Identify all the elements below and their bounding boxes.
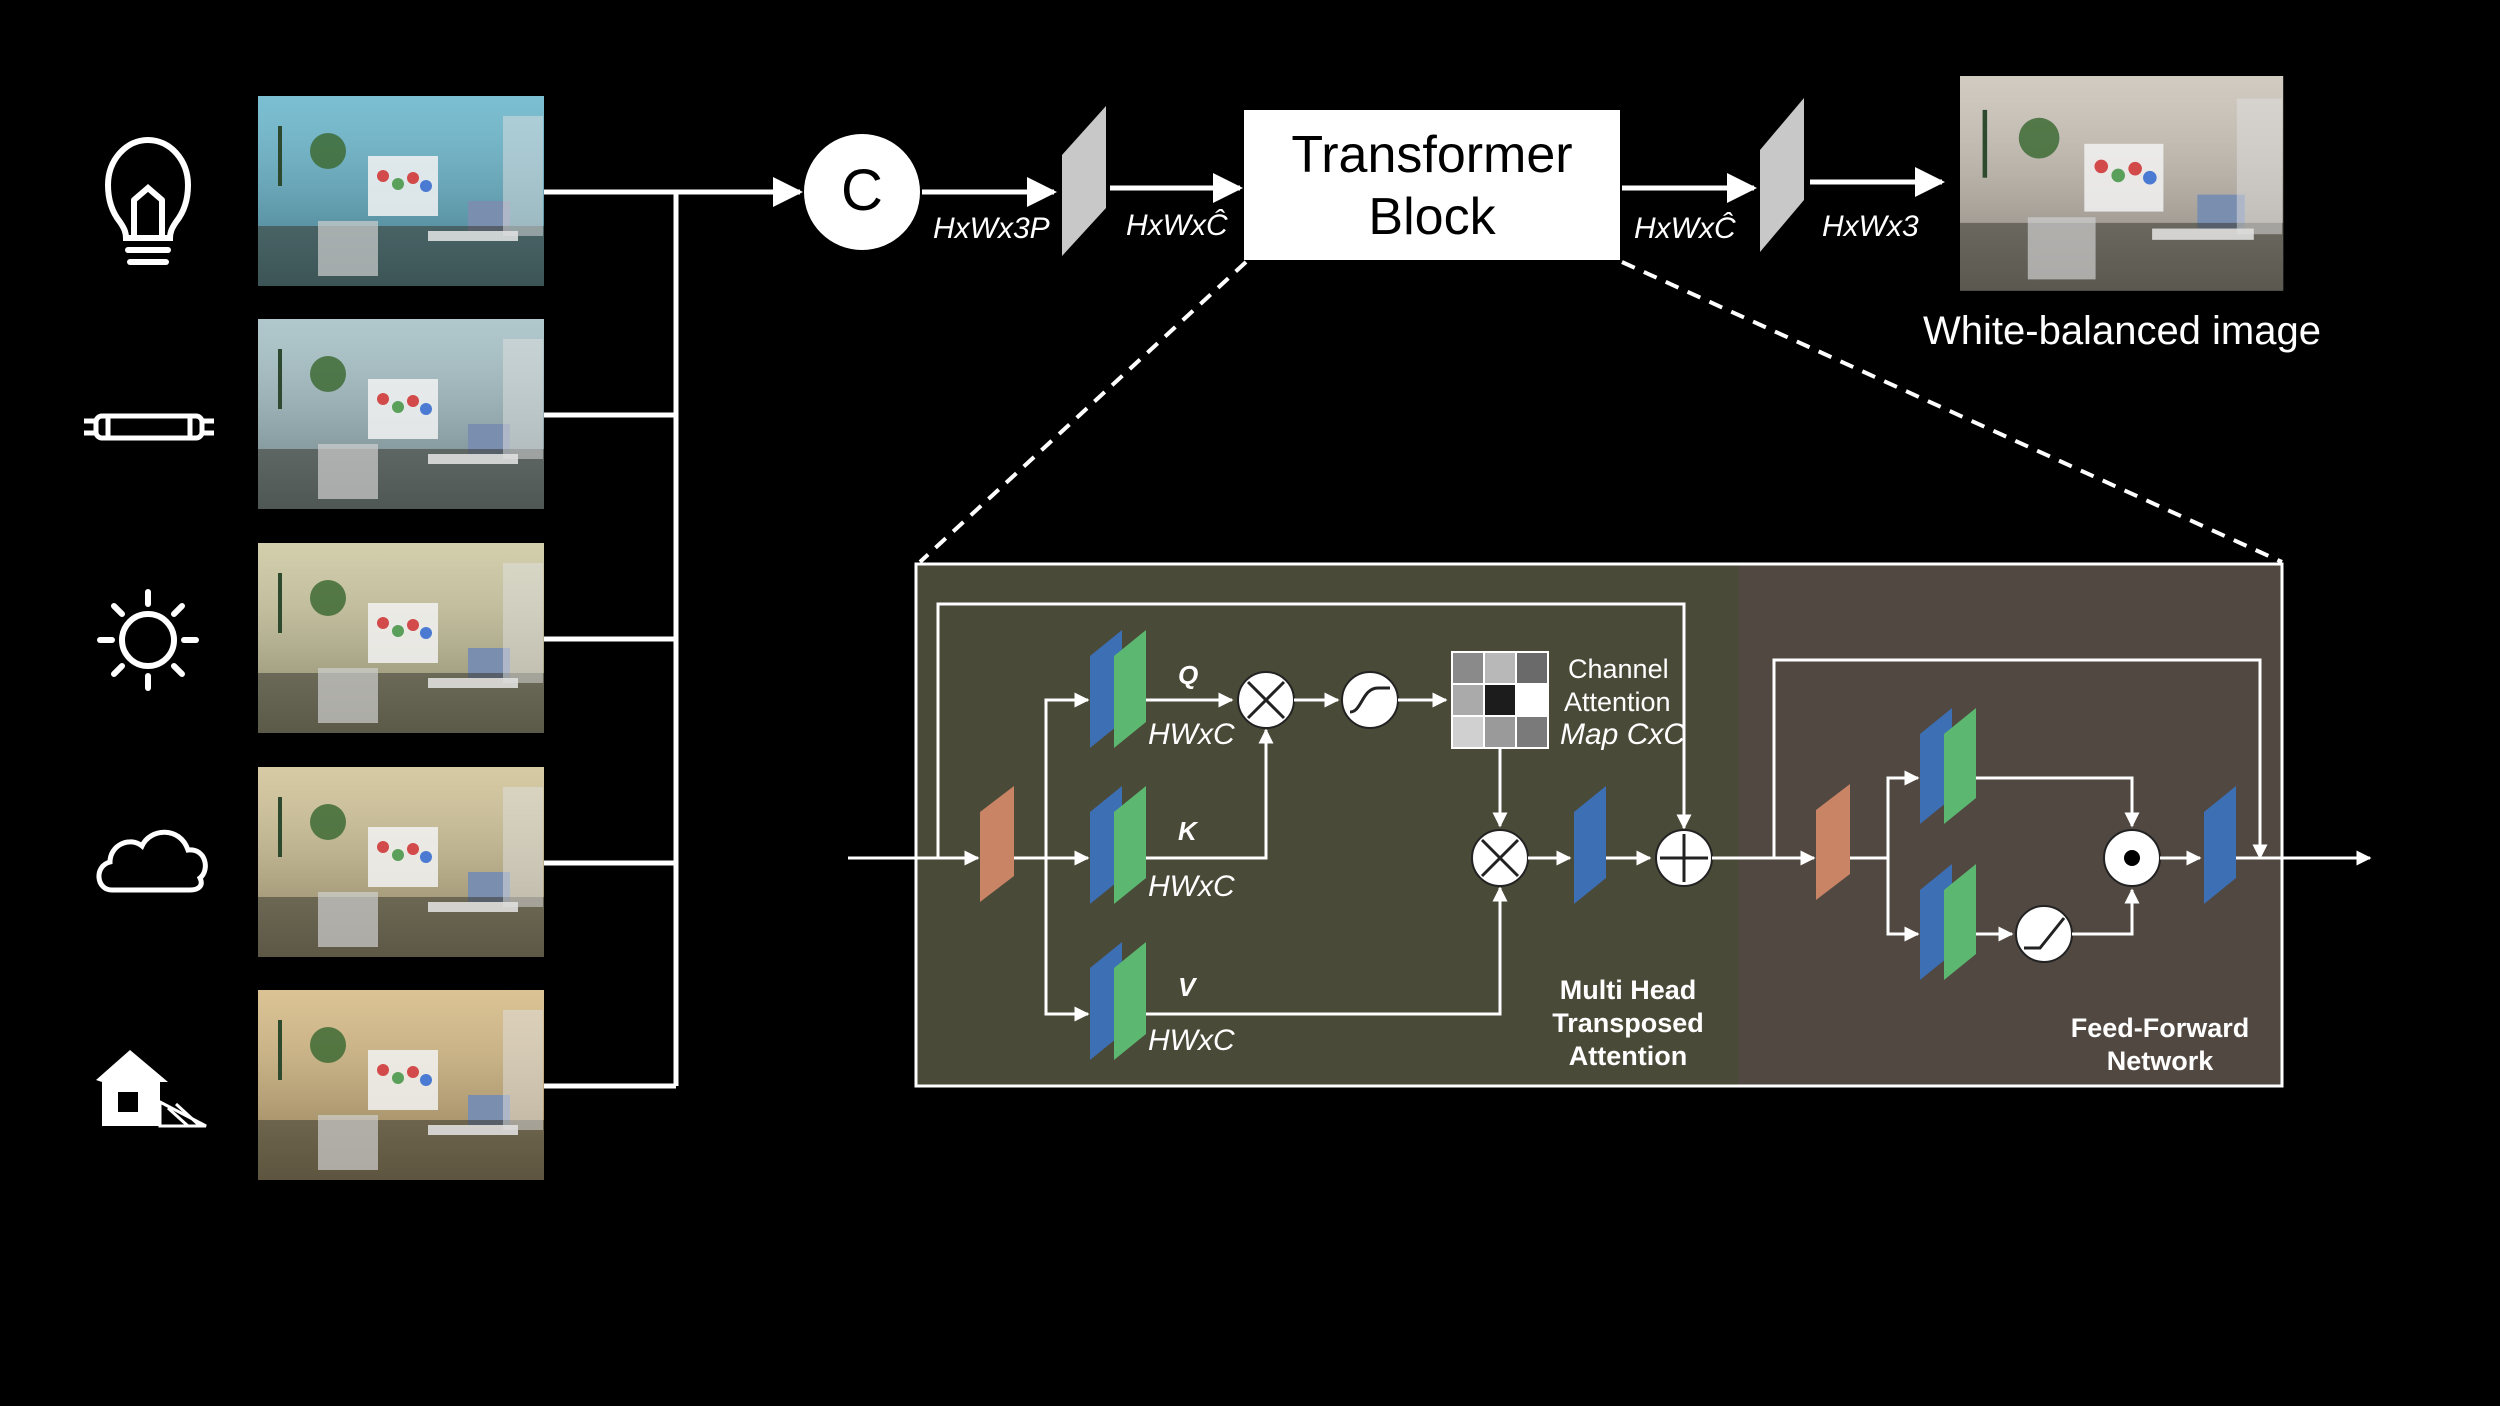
elementwise-mul-node — [2103, 829, 2161, 887]
mhta-norm-block — [980, 786, 1014, 902]
mhta-title-line2: Transposed — [1552, 1008, 1704, 1038]
attn-map-line3: Map CxC — [1560, 718, 1685, 751]
ffn-skip-connection — [1772, 658, 2268, 860]
shade-house-icon — [96, 1050, 207, 1128]
mhta-title-line3: Attention — [1569, 1041, 1687, 1071]
sun-icon — [97, 589, 199, 691]
matmul-node-1 — [1237, 671, 1295, 729]
input-image-3 — [258, 543, 544, 733]
cloud-icon — [96, 829, 208, 893]
softmax-node — [1341, 671, 1399, 729]
k-dim: HWxC — [1148, 870, 1235, 903]
mhta-skip-connection — [936, 602, 1692, 858]
transformer-detail-panel: Q HWxC K HWxC V HWxC — [848, 562, 2372, 1088]
v-conv-green — [1114, 942, 1146, 1060]
dim-after-block: HxWxĈ — [1634, 211, 1736, 245]
v-label: V — [1178, 972, 1198, 1002]
ffn-title-line2: Network — [2107, 1046, 2215, 1076]
input-image-1 — [258, 96, 544, 286]
transformer-block — [1244, 110, 1620, 260]
input-image-4 — [258, 767, 544, 957]
detail-panel-border — [914, 562, 2284, 1088]
ffn-upper-conv-green — [1944, 708, 1976, 824]
transformer-block-line1: Transformer — [1291, 126, 1572, 184]
input-image-2 — [258, 319, 544, 509]
output-caption: White-balanced image — [1923, 309, 2321, 353]
mhta-output-conv — [1574, 786, 1606, 904]
transformer-block-line2: Block — [1368, 188, 1496, 246]
lightbulb-icon — [104, 136, 192, 265]
projection-layer-2 — [1760, 98, 1804, 252]
zoom-line-right — [1621, 260, 2283, 564]
add-node-1 — [1655, 829, 1713, 887]
v-dim: HWxC — [1148, 1024, 1235, 1057]
concat-label: C — [841, 158, 883, 223]
q-conv-green — [1114, 630, 1146, 748]
matmul-node-2 — [1471, 829, 1529, 887]
k-conv-green — [1114, 786, 1146, 904]
ffn-title-line1: Feed-Forward — [2071, 1013, 2250, 1043]
dim-output: HxWx3 — [1822, 210, 1919, 243]
zoom-line-left — [918, 260, 1248, 564]
attn-map-line1: Channel — [1568, 654, 1669, 684]
dim-after-concat: HxWx3P — [933, 212, 1050, 245]
ffn-lower-conv-green — [1944, 864, 1976, 980]
dim-before-block: HxWxĈ — [1126, 208, 1228, 242]
ffn-output-conv — [2204, 786, 2236, 904]
attn-map-line2: Attention — [1564, 687, 1671, 717]
q-label: Q — [1178, 660, 1198, 690]
output-image — [1960, 76, 2284, 291]
projection-layer-1 — [1062, 106, 1106, 256]
gelu-node — [2015, 905, 2073, 963]
k-label: K — [1178, 816, 1199, 846]
concat-node — [804, 134, 920, 250]
mhta-title-line1: Multi Head — [1560, 975, 1697, 1005]
channel-attention-map — [1451, 651, 1549, 749]
q-dim: HWxC — [1148, 718, 1235, 751]
ffn-norm-block — [1816, 784, 1850, 900]
input-image-5 — [258, 990, 544, 1180]
input-connectors — [544, 177, 803, 1089]
fluorescent-tube-icon — [84, 413, 214, 441]
